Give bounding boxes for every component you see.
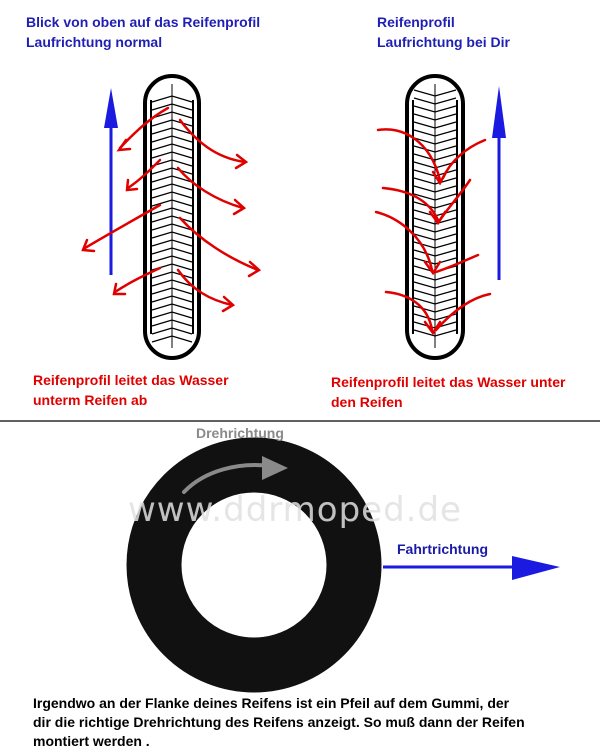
left-title: Blick von oben auf das Reifenprofil Lauf… bbox=[26, 12, 260, 52]
description-line3: montiert werden . bbox=[33, 733, 150, 749]
left-caption-line1: Reifenprofil leitet das Wasser bbox=[33, 372, 229, 388]
left-water-arrows bbox=[81, 106, 262, 313]
right-caption-line2: den Reifen bbox=[331, 394, 403, 410]
description-line1: Irgendwo an der Flanke deines Reifens is… bbox=[33, 695, 510, 711]
left-title-line2: Laufrichtung normal bbox=[26, 34, 163, 50]
left-caption-line2: unterm Reifen ab bbox=[33, 392, 148, 408]
rotation-label: Drehrichtung bbox=[196, 425, 284, 441]
right-title: Reifenprofil Laufrichtung bei Dir bbox=[377, 12, 510, 52]
right-caption-line1: Reifenprofil leitet das Wasser unter bbox=[331, 374, 566, 390]
right-direction-arrow bbox=[492, 86, 506, 280]
description-line2: dir die richtige Drehrichtung des Reifen… bbox=[33, 714, 525, 730]
left-direction-arrow bbox=[104, 88, 118, 275]
right-title-line2: Laufrichtung bei Dir bbox=[377, 34, 510, 50]
right-water-arrows bbox=[374, 128, 492, 336]
right-caption: Reifenprofil leitet das Wasser unter den… bbox=[331, 372, 565, 412]
right-title-line1: Reifenprofil bbox=[377, 14, 455, 30]
left-title-line1: Blick von oben auf das Reifenprofil bbox=[26, 14, 261, 30]
watermark-text: www.ddrmoped.de bbox=[128, 490, 462, 530]
travel-direction-arrow bbox=[383, 556, 560, 580]
travel-label: Fahrtrichtung bbox=[397, 541, 488, 557]
left-tire-tread bbox=[143, 74, 201, 360]
description-text: Irgendwo an der Flanke deines Reifens is… bbox=[33, 694, 598, 751]
left-caption: Reifenprofil leitet das Wasser unterm Re… bbox=[33, 370, 229, 410]
rotation-arrow bbox=[182, 456, 288, 494]
